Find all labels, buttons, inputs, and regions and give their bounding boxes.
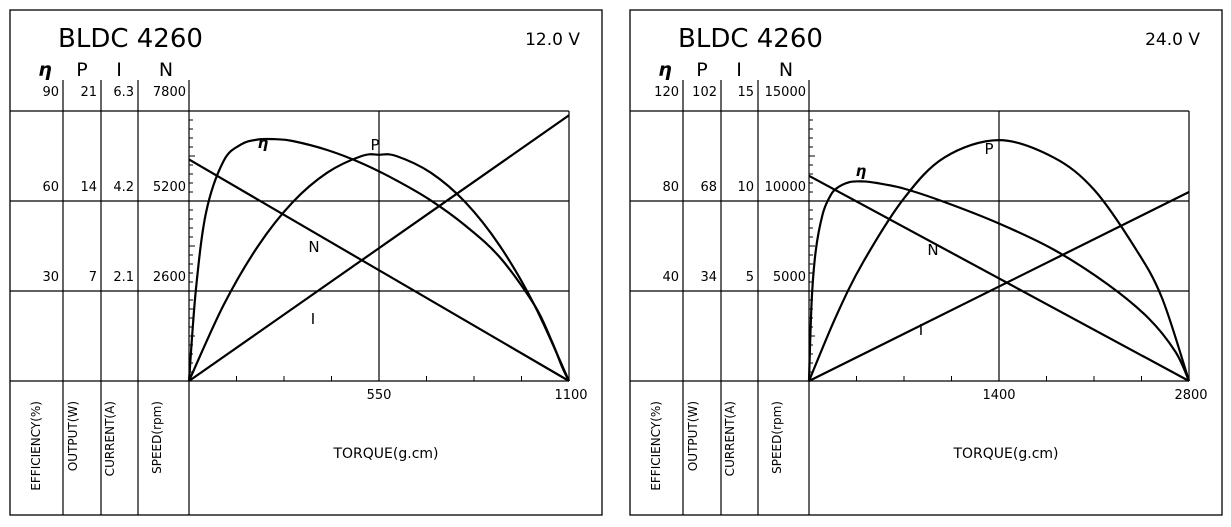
column-symbol-i: I	[736, 59, 742, 81]
voltage-label: 12.0 V	[525, 30, 580, 50]
series-eta-label: η	[258, 134, 269, 152]
x-axis-label: TORQUE(g.cm)	[332, 446, 438, 462]
column-label: CURRENT(A)	[103, 401, 117, 476]
column-symbol-n: N	[779, 59, 793, 81]
scale-value: 90	[42, 85, 59, 100]
scale-value: 34	[700, 270, 717, 285]
scale-value: 15	[737, 85, 754, 100]
series-I-label: I	[919, 321, 923, 339]
scale-value: 40	[662, 270, 679, 285]
series-eta-label: η	[856, 162, 867, 180]
scale-value: 2.1	[113, 270, 134, 285]
scale-value: 10000	[765, 180, 806, 195]
scale-value: 5000	[773, 270, 806, 285]
chart-title: BLDC 4260	[58, 24, 203, 54]
column-symbol-p: P	[696, 59, 707, 81]
scale-value: 102	[692, 85, 717, 100]
scale-value: 21	[80, 85, 97, 100]
scale-value: 4.2	[113, 180, 134, 195]
scale-value: 6.3	[113, 85, 134, 100]
scale-value: 7800	[153, 85, 186, 100]
series-N-label: N	[308, 238, 319, 256]
scale-value: 5200	[153, 180, 186, 195]
x-tick-label: 2800	[1174, 388, 1207, 403]
column-label: OUTPUT(W)	[66, 401, 80, 471]
scale-value: 68	[700, 180, 717, 195]
series-I-curve	[188, 114, 570, 382]
series-P-curve	[187, 153, 571, 382]
column-label: EFFICIENCY(%)	[29, 401, 43, 491]
column-symbol-i: I	[116, 59, 122, 81]
column-symbol-n: N	[159, 59, 173, 81]
chart-frame	[9, 9, 603, 516]
column-label: EFFICIENCY(%)	[649, 401, 663, 491]
column-label: OUTPUT(W)	[686, 401, 700, 471]
series-P-label: P	[984, 140, 993, 158]
voltage-label: 24.0 V	[1145, 30, 1200, 50]
series-I-curve	[808, 191, 1190, 382]
scale-value: 15000	[765, 85, 806, 100]
scale-value: 7	[89, 270, 97, 285]
scale-value: 30	[42, 270, 59, 285]
series-I-label: I	[311, 310, 315, 328]
column-symbol-p: P	[76, 59, 87, 81]
scale-value: 10	[737, 180, 754, 195]
series-P-curve	[807, 139, 1191, 382]
series-P-label: P	[370, 136, 379, 154]
scale-value: 120	[654, 85, 679, 100]
scale-value: 14	[80, 180, 97, 195]
column-label: SPEED(rpm)	[770, 401, 784, 474]
column-label: CURRENT(A)	[723, 401, 737, 476]
column-symbol-eta: η	[658, 59, 672, 81]
scale-value: 5	[746, 270, 754, 285]
x-axis-label: TORQUE(g.cm)	[952, 446, 1058, 462]
x-tick-label: 1400	[982, 388, 1015, 403]
series-N-label: N	[927, 241, 938, 259]
chart-title: BLDC 4260	[678, 24, 823, 54]
x-tick-label: 550	[367, 388, 392, 403]
x-tick-label: 1100	[554, 388, 587, 403]
column-label: SPEED(rpm)	[150, 401, 164, 474]
series-eta-curve	[807, 180, 1191, 382]
scale-value: 2600	[153, 270, 186, 285]
series-N-curve	[188, 158, 570, 382]
scale-value: 60	[42, 180, 59, 195]
chart-frame	[629, 9, 1223, 516]
column-symbol-eta: η	[38, 59, 52, 81]
scale-value: 80	[662, 180, 679, 195]
series-N-curve	[808, 174, 1190, 382]
